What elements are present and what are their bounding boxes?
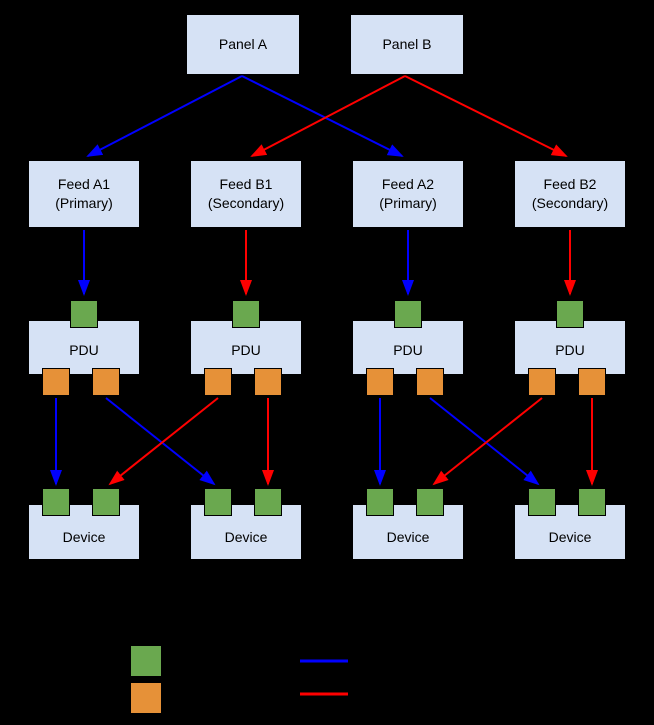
device-1-label: Device bbox=[62, 529, 106, 546]
device-3-label: Device bbox=[386, 529, 430, 546]
pdu-4-label: PDU bbox=[555, 342, 585, 359]
feed-a1-name: Feed A1 bbox=[57, 176, 111, 193]
legend-output-square-swatch bbox=[130, 682, 162, 714]
pdu-1-output-square-left bbox=[42, 368, 70, 396]
panel-a-node: Panel A bbox=[186, 14, 300, 75]
feed-b2-node: Feed B2 (Secondary) bbox=[514, 160, 626, 228]
pdu-2-output-square-left bbox=[204, 368, 232, 396]
device-1-node: Device bbox=[28, 504, 140, 560]
pdu-2-node: PDU bbox=[190, 320, 302, 375]
pdu-3-input-square bbox=[394, 300, 422, 328]
feed-a2-role: (Primary) bbox=[379, 195, 437, 211]
pdu-4-input-square bbox=[556, 300, 584, 328]
arrow-pdu-1-to-device-2 bbox=[105, 397, 216, 486]
arrow-pdu-2-to-device-1 bbox=[108, 397, 219, 486]
pdu-3-output-square-right bbox=[416, 368, 444, 396]
device-4-input-square-right bbox=[578, 488, 606, 516]
device-1-input-square-left bbox=[42, 488, 70, 516]
feed-a2-name: Feed A2 bbox=[381, 176, 435, 193]
feed-a1-role: (Primary) bbox=[55, 195, 113, 211]
pdu-4-output-square-right bbox=[578, 368, 606, 396]
device-2-label: Device bbox=[224, 529, 268, 546]
pdu-2-input-square bbox=[232, 300, 260, 328]
pdu-1-label: PDU bbox=[69, 342, 99, 359]
device-2-input-square-right bbox=[254, 488, 282, 516]
feed-b1-name: Feed B1 bbox=[219, 176, 273, 193]
pdu-4-node: PDU bbox=[514, 320, 626, 375]
panel-b-label: Panel B bbox=[382, 36, 432, 53]
pdu-2-label: PDU bbox=[231, 342, 261, 359]
feed-a1-node: Feed A1 (Primary) bbox=[28, 160, 140, 228]
pdu-3-node: PDU bbox=[352, 320, 464, 375]
pdu-3-label: PDU bbox=[393, 342, 423, 359]
feed-b1-node: Feed B1 (Secondary) bbox=[190, 160, 302, 228]
pdu-1-input-square bbox=[70, 300, 98, 328]
pdu-1-node: PDU bbox=[28, 320, 140, 375]
arrow-pdu-3-to-device-4 bbox=[429, 397, 540, 486]
arrow-panel-b-to-feed-b1 bbox=[250, 75, 406, 157]
arrow-panel-b-to-feed-b2 bbox=[404, 75, 568, 157]
device-1-input-square-right bbox=[92, 488, 120, 516]
device-4-input-square-left bbox=[528, 488, 556, 516]
panel-b-node: Panel B bbox=[350, 14, 464, 75]
feed-b1-role: (Secondary) bbox=[207, 195, 285, 211]
legend-input-square-swatch bbox=[130, 645, 162, 677]
pdu-4-output-square-left bbox=[528, 368, 556, 396]
feed-a2-node: Feed A2 (Primary) bbox=[352, 160, 464, 228]
device-3-input-square-right bbox=[416, 488, 444, 516]
device-4-label: Device bbox=[548, 529, 592, 546]
arrow-panel-a-to-feed-a2 bbox=[241, 75, 404, 157]
pdu-3-output-square-left bbox=[366, 368, 394, 396]
arrow-pdu-4-to-device-3 bbox=[432, 397, 543, 486]
device-2-input-square-left bbox=[204, 488, 232, 516]
pdu-1-output-square-right bbox=[92, 368, 120, 396]
pdu-2-output-square-right bbox=[254, 368, 282, 396]
device-3-input-square-left bbox=[366, 488, 394, 516]
panel-a-label: Panel A bbox=[218, 36, 268, 53]
feed-b2-role: (Secondary) bbox=[531, 195, 609, 211]
arrow-panel-a-to-feed-a1 bbox=[86, 75, 243, 157]
feed-b2-name: Feed B2 bbox=[543, 176, 597, 193]
